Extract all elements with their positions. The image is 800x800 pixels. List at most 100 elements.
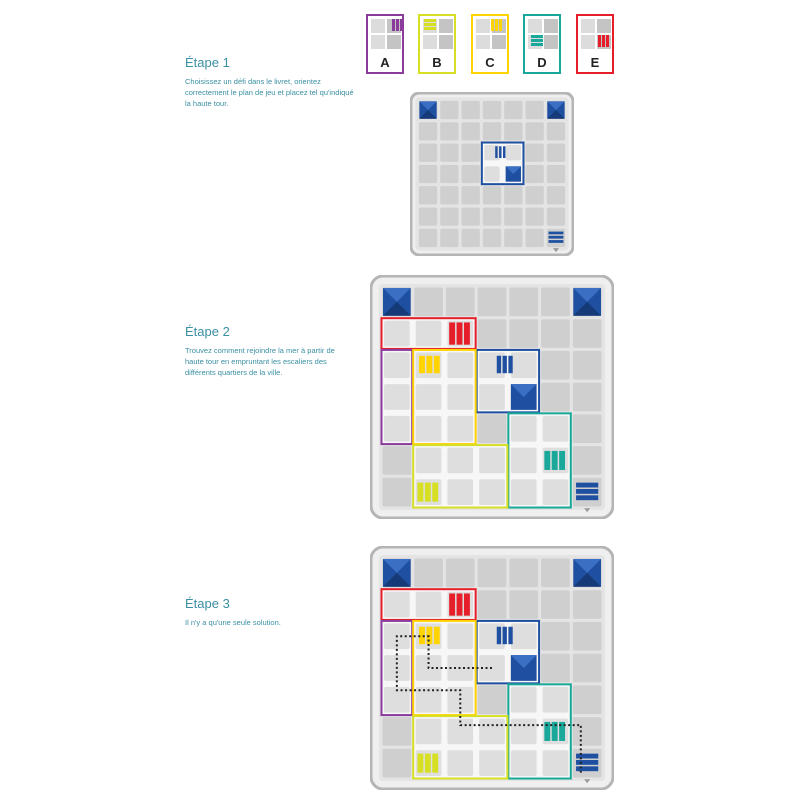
pyramid-face — [505, 166, 521, 174]
piece-cell — [447, 447, 474, 474]
piece-card-d: D — [523, 14, 561, 74]
stairs-icon — [503, 146, 506, 159]
board-cell — [509, 558, 539, 588]
pyramid-face — [382, 572, 411, 587]
piece-cell — [492, 35, 506, 49]
board-cell — [546, 186, 566, 205]
board-cell — [525, 122, 544, 141]
piece-cell — [542, 415, 569, 442]
stairs-icon — [531, 39, 543, 42]
piece-cell — [383, 591, 410, 618]
stairs-icon — [551, 450, 558, 470]
stairs-icon — [456, 593, 463, 616]
stairs-icon — [548, 231, 564, 235]
board-cell — [541, 319, 570, 348]
board-step-2 — [370, 275, 614, 519]
board-cell — [418, 122, 438, 141]
stairs-icon — [495, 146, 498, 159]
stairs-icon — [499, 146, 502, 159]
board-step-3 — [370, 546, 614, 790]
piece-cell — [510, 352, 537, 379]
piece-cell — [423, 35, 437, 49]
piece-cell — [597, 19, 611, 33]
stairs-icon — [606, 35, 609, 47]
board-cell — [572, 685, 602, 715]
board-cell — [418, 228, 438, 248]
board-cell — [440, 122, 459, 141]
piece-cell — [447, 750, 474, 777]
piece-cell — [415, 384, 442, 410]
board-cell — [504, 207, 523, 226]
stairs-icon — [499, 19, 502, 31]
piece-cell — [581, 19, 595, 33]
stairs-icon — [548, 235, 564, 239]
board-cell — [541, 287, 570, 317]
board-cell — [572, 653, 602, 683]
stairs-icon — [548, 240, 564, 243]
board-cell — [418, 186, 438, 205]
board-cell — [525, 228, 544, 248]
stairs-icon — [424, 482, 431, 502]
stairs-icon — [576, 488, 599, 494]
stairs-icon — [496, 355, 502, 374]
piece-cell — [371, 19, 385, 33]
piece-cell — [479, 479, 505, 506]
stairs-icon — [544, 721, 551, 741]
board-cell — [414, 558, 443, 588]
stairs-icon — [463, 322, 470, 345]
board-cell — [482, 228, 502, 248]
board-cell — [440, 228, 459, 248]
board-cell — [504, 100, 523, 120]
board-cell — [572, 319, 602, 348]
board-cell — [509, 590, 539, 619]
piece-label: D — [537, 55, 547, 70]
stairs-icon — [417, 753, 424, 773]
piece-cell — [415, 718, 442, 745]
board-cell — [418, 143, 438, 162]
pyramid-face — [573, 301, 602, 316]
board-cell — [440, 186, 459, 205]
piece-cell — [479, 447, 505, 474]
step-3-title: Étape 3 — [185, 596, 230, 611]
board-cell — [504, 122, 523, 141]
stairs-icon — [576, 759, 599, 765]
stairs-icon — [559, 721, 566, 741]
stairs-icon — [502, 355, 507, 374]
step-2-text: Trouvez comment rejoindre la mer à parti… — [185, 346, 335, 377]
stairs-icon — [392, 19, 395, 31]
piece-cell — [510, 479, 537, 506]
piece-cell — [415, 447, 442, 474]
board-cell — [525, 207, 544, 226]
board-cell — [477, 558, 507, 588]
pyramid-face — [547, 101, 565, 111]
board-cell — [440, 143, 459, 162]
stairs-icon — [602, 35, 605, 47]
board-cell — [525, 100, 544, 120]
pyramid-face — [573, 287, 602, 302]
board-cell — [482, 186, 502, 205]
piece-cell — [383, 320, 410, 347]
piece-card-b: B — [418, 14, 456, 74]
board-cell — [445, 287, 475, 317]
board-cell — [461, 228, 480, 248]
pyramid-face — [547, 110, 565, 119]
stairs-icon — [551, 721, 558, 741]
piece-cell — [423, 19, 437, 33]
board-cell — [509, 319, 539, 348]
board-cell — [477, 414, 507, 444]
pyramid-face — [510, 655, 537, 668]
board-cell — [525, 164, 544, 184]
piece-cell — [476, 19, 490, 33]
stairs-icon — [502, 626, 507, 645]
piece-cell — [415, 415, 442, 442]
board-cell — [440, 164, 459, 184]
stairs-icon — [424, 23, 436, 26]
piece-label: A — [380, 55, 390, 70]
board-cell — [572, 590, 602, 619]
board-cell — [572, 382, 602, 412]
piece-cell — [447, 384, 474, 410]
piece-cell — [484, 166, 500, 182]
stairs-icon — [598, 35, 601, 47]
piece-cell — [528, 35, 542, 49]
pyramid-face — [382, 301, 411, 316]
